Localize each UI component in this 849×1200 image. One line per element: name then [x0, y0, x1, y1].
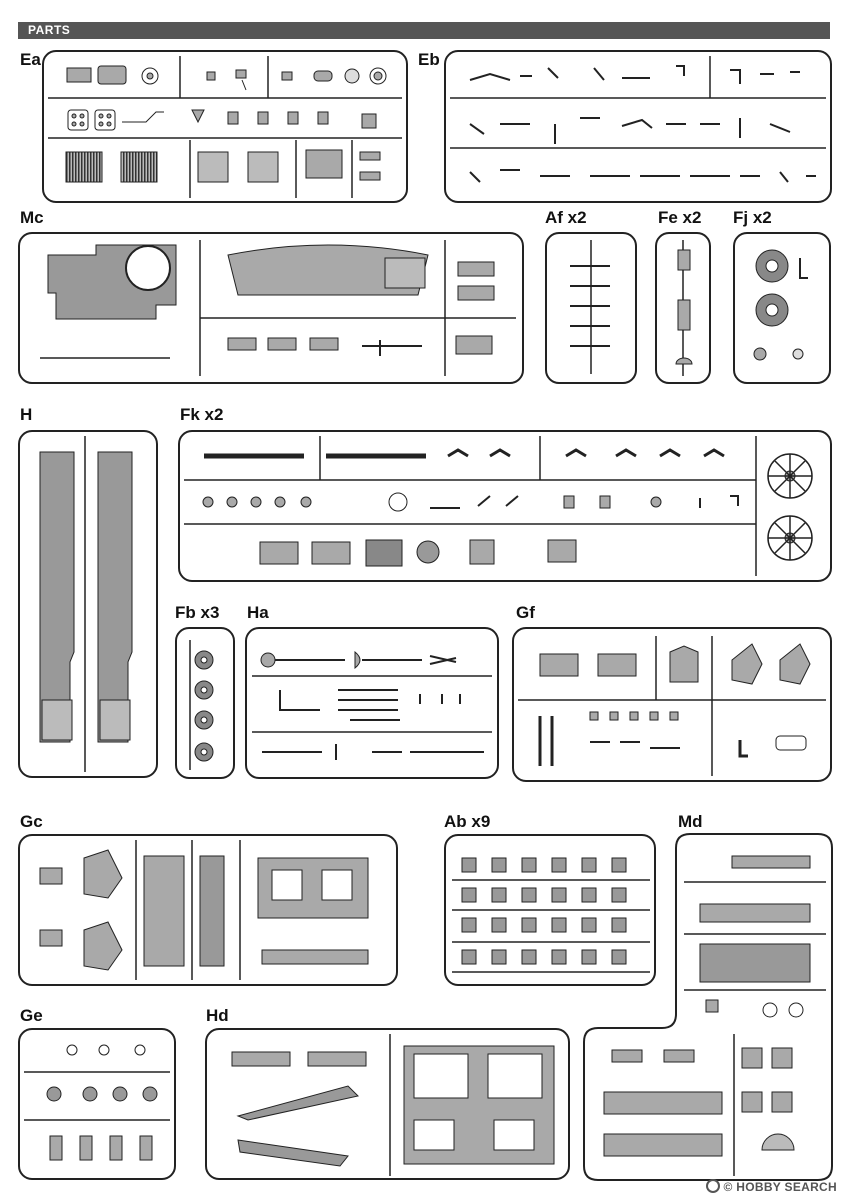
gf-parts	[518, 636, 826, 776]
watermark-copyright: ©	[723, 1180, 733, 1194]
ha-parts	[252, 650, 492, 760]
eb-parts	[450, 56, 826, 183]
label-ab: Ab x9	[444, 812, 491, 831]
fj-parts	[753, 249, 808, 361]
md-parts	[603, 855, 826, 1176]
label-eb: Eb	[418, 50, 440, 69]
parts-header-bar: PARTS	[18, 22, 830, 39]
fk-parts	[184, 436, 813, 576]
label-ha: Ha	[247, 603, 269, 622]
hd-parts	[231, 1034, 555, 1176]
label-gc: Gc	[20, 812, 43, 831]
label-fj: Fj x2	[733, 208, 772, 227]
mc-parts	[40, 240, 516, 376]
hobby-search-watermark: © HOBBY SEARCH	[706, 1179, 837, 1194]
label-fb: Fb x3	[175, 603, 220, 622]
ge-parts	[24, 1044, 170, 1161]
watermark-text: HOBBY SEARCH	[736, 1180, 837, 1194]
label-h: H	[20, 405, 33, 424]
label-af: Af x2	[545, 208, 587, 227]
label-ge: Ge	[20, 1006, 43, 1025]
label-md: Md	[678, 812, 703, 831]
label-fe: Fe x2	[658, 208, 702, 227]
label-ea: Ea	[20, 50, 41, 69]
fb-parts	[189, 640, 214, 770]
fe-parts	[675, 240, 693, 376]
sprue-eb-frame	[444, 50, 832, 203]
label-fk: Fk x2	[180, 405, 224, 424]
ea-parts	[48, 56, 402, 198]
parts-header-title: PARTS	[28, 23, 71, 37]
label-gf: Gf	[516, 603, 535, 622]
watermark-logo-icon	[706, 1179, 721, 1193]
ab-parts	[452, 857, 650, 973]
gc-parts	[39, 840, 369, 980]
label-mc: Mc	[20, 208, 44, 227]
sprue-ha-frame	[245, 627, 499, 779]
label-hd: Hd	[206, 1006, 229, 1025]
h-parts	[39, 436, 133, 772]
af-parts	[570, 240, 610, 374]
